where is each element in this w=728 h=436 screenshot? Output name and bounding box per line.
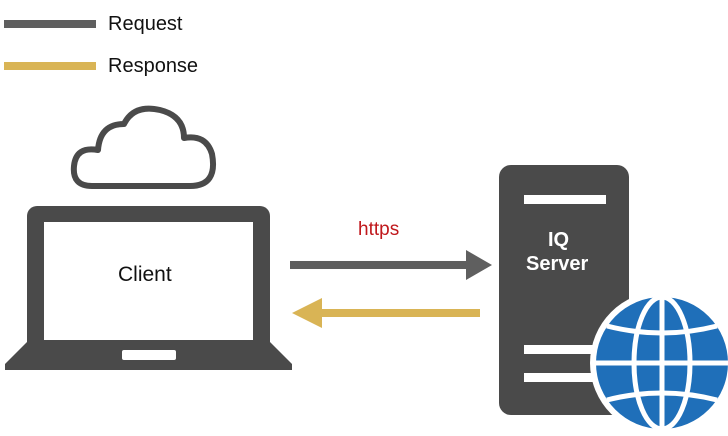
- request-label: Request: [108, 12, 183, 35]
- protocol-label: https: [358, 219, 400, 240]
- cloud-icon: [70, 105, 216, 189]
- server-label-line1: IQ: [548, 229, 570, 251]
- laptop-icon: [5, 206, 292, 370]
- legend-response: Response: [4, 54, 198, 78]
- response-label: Response: [108, 54, 199, 77]
- response-arrow: [292, 298, 480, 328]
- response-swatch: [4, 62, 96, 70]
- request-swatch: [4, 20, 96, 28]
- legend-request: Request: [4, 12, 183, 36]
- request-arrow: [290, 250, 492, 280]
- client-label: Client: [118, 263, 172, 286]
- globe-icon: [590, 291, 728, 435]
- server-label-line2: Server: [526, 253, 589, 275]
